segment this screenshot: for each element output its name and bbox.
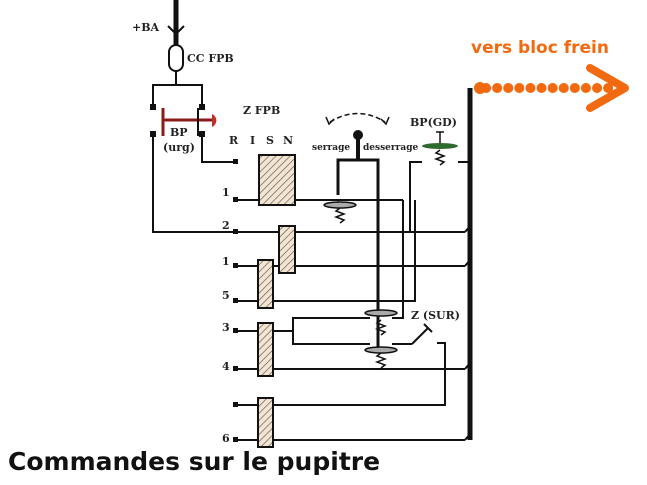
terminal-label: 1: [222, 255, 230, 268]
terminal-label: 3: [222, 321, 230, 334]
position-r: R: [229, 134, 239, 147]
push-switches: [323, 201, 433, 369]
lever-left-label: serrage: [312, 143, 350, 153]
caption: Commandes sur le pupitre: [8, 447, 381, 476]
terminal-label: 2: [222, 219, 230, 232]
position-n: N: [283, 134, 293, 147]
fuse-icon: [168, 44, 184, 72]
wires: [152, 0, 473, 441]
brake-lever-icon: [325, 112, 390, 350]
destination-label: vers bloc frein: [471, 38, 609, 58]
terminal-label: 1: [222, 186, 230, 199]
emergency-button-label: BP: [170, 126, 188, 139]
terminal-label: 4: [222, 360, 230, 373]
switch-sur-label: Z (SUR): [411, 309, 460, 322]
position-s: S: [266, 134, 274, 147]
supply-label: +BA: [132, 21, 160, 34]
fuse-label: CC FPB: [187, 52, 234, 65]
arrow-to-brake-block: [474, 64, 629, 112]
terminal-dots: [150, 104, 238, 442]
selector-contacts: [257, 154, 296, 448]
emergency-button-sublabel: (urg): [163, 141, 195, 154]
selector-label: Z FPB: [243, 104, 280, 117]
emergency-button-icon: [161, 108, 217, 136]
lever-right-label: desserrage: [363, 143, 418, 153]
terminal-label: 5: [222, 289, 230, 302]
button-gd-label: BP(GD): [410, 116, 457, 129]
button-gd-icon: [422, 131, 458, 166]
position-i: I: [250, 134, 255, 147]
terminal-label: 6: [222, 432, 230, 445]
